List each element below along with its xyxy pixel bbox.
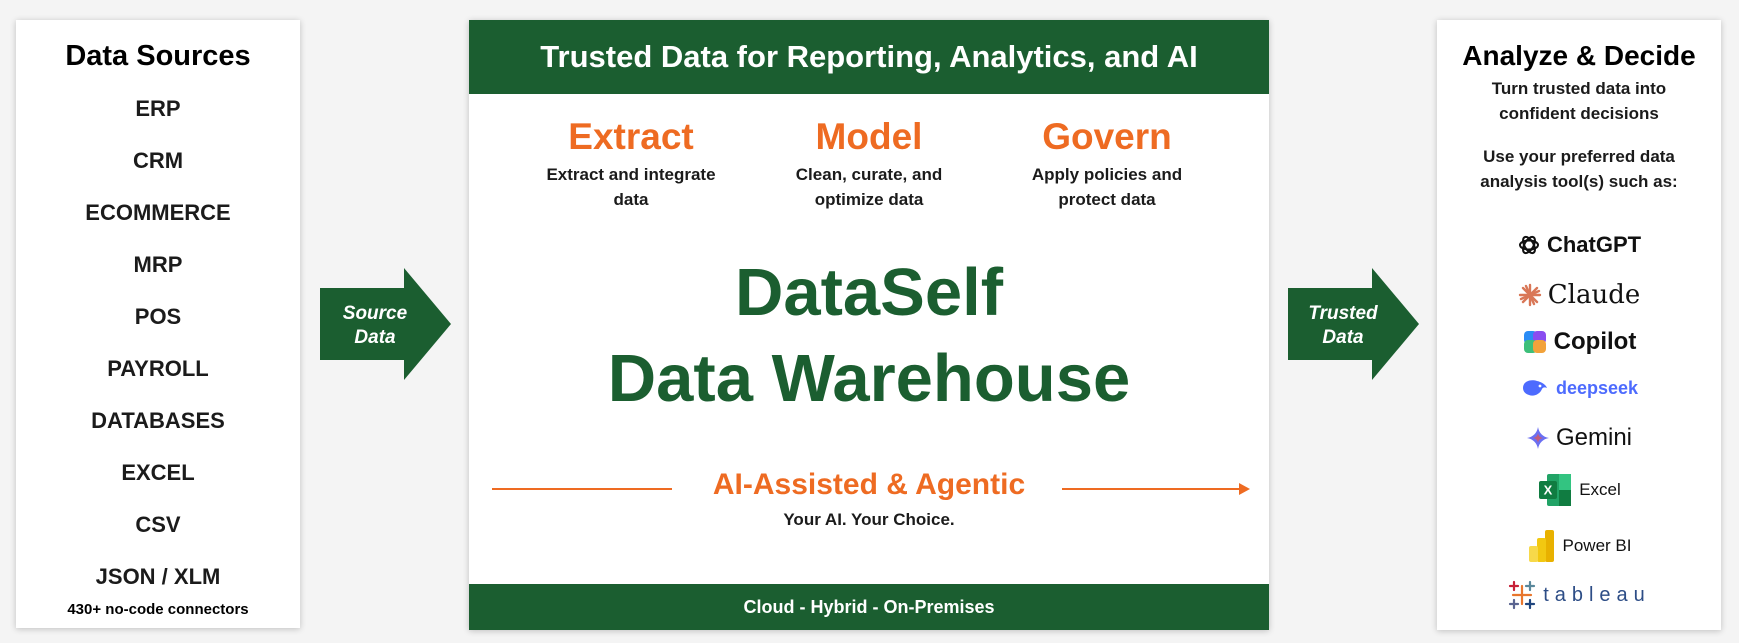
data-warehouse-panel: Trusted Data for Reporting, Analytics, a… — [469, 20, 1269, 630]
trusted-data-arrow: Trusted Data — [1288, 268, 1419, 380]
analyze-panel: Analyze & Decide Turn trusted data into … — [1437, 20, 1721, 630]
data-source-item: CRM — [132, 148, 184, 173]
pillar-description: Extract and integrate data — [546, 165, 716, 209]
data-source-item: ERP — [135, 96, 181, 121]
tool-name: Power BI — [1562, 536, 1632, 555]
product-name-line2: Data Warehouse — [607, 341, 1131, 416]
tool-name: Claude — [1547, 280, 1641, 310]
tool-chatgpt: ChatGPT — [1437, 232, 1721, 258]
data-source-item: POS — [134, 304, 182, 329]
connectors-footnote: 430+ no-code connectors — [67, 601, 249, 618]
tool-name: ChatGPT — [1546, 232, 1642, 257]
tool-gemini: Gemini — [1437, 424, 1721, 452]
ai-assisted-title: AI-Assisted & Agentic — [712, 468, 1026, 501]
openai-icon — [1518, 235, 1539, 255]
tool-deepseek: deepseek — [1437, 376, 1721, 400]
tableau-icon — [1509, 580, 1536, 610]
analyze-title: Analyze & Decide — [1462, 40, 1696, 71]
data-source-item: CSV — [135, 512, 181, 537]
data-sources-list: ERP CRM ECOMMERCE MRP POS PAYROLL DATABA… — [16, 83, 300, 603]
data-source-item: MRP — [133, 252, 183, 277]
powerbi-icon — [1528, 530, 1554, 562]
tool-name: Gemini — [1555, 424, 1633, 451]
pillar-title: Extract — [568, 116, 694, 157]
pillar-description: Clean, curate, and optimize data — [795, 165, 943, 209]
data-source-item: JSON / XLM — [95, 564, 221, 589]
data-source-item: PAYROLL — [107, 356, 209, 381]
deployment-footer: Cloud - Hybrid - On-Premises — [469, 584, 1269, 630]
svg-text:X: X — [1544, 483, 1553, 498]
ai-divider-left — [492, 488, 672, 490]
data-sources-panel: Data Sources ERP CRM ECOMMERCE MRP POS P… — [16, 20, 300, 628]
data-sources-title: Data Sources — [65, 40, 251, 72]
tool-name: Excel — [1579, 480, 1621, 499]
data-source-item: DATABASES — [91, 408, 225, 433]
ai-divider-right — [1062, 488, 1242, 490]
pillar-model: Model Clean, curate, and optimize data — [749, 116, 989, 212]
deepseek-whale-icon — [1522, 380, 1547, 396]
claude-icon — [1518, 283, 1541, 307]
data-source-item: ECOMMERCE — [85, 200, 231, 225]
tool-name: deepseek — [1555, 377, 1639, 398]
gemini-sparkle-icon — [1526, 427, 1549, 449]
data-source-item: EXCEL — [121, 460, 195, 485]
tool-name: tableau — [1543, 583, 1651, 606]
warehouse-header: Trusted Data for Reporting, Analytics, a… — [469, 20, 1269, 94]
arrow-right-icon — [1288, 268, 1419, 380]
arrow-right-icon — [320, 268, 451, 380]
tool-copilot: Copilot — [1437, 328, 1721, 356]
source-data-arrow: Source Data — [320, 268, 451, 380]
tool-powerbi: Power BI — [1437, 528, 1721, 564]
excel-icon: X — [1539, 474, 1572, 506]
ai-assisted-subtitle: Your AI. Your Choice. — [783, 510, 955, 529]
tool-excel: X Excel — [1437, 472, 1721, 508]
pillar-description: Apply policies and protect data — [1031, 165, 1183, 209]
pillar-title: Govern — [1042, 116, 1172, 157]
copilot-icon — [1523, 331, 1546, 353]
tool-claude: Claude — [1437, 280, 1721, 310]
analyze-intro: Use your preferred data analysis tool(s)… — [1480, 147, 1678, 191]
product-name-line1: DataSelf — [734, 255, 1004, 330]
pillar-title: Model — [815, 116, 923, 157]
source-data-label: Source Data — [342, 303, 408, 348]
analyze-subtitle: Turn trusted data into confident decisio… — [1491, 79, 1667, 123]
tool-name: Copilot — [1553, 328, 1637, 355]
trusted-data-label: Trusted Data — [1308, 303, 1378, 348]
tool-tableau: tableau — [1437, 580, 1721, 610]
pillar-govern: Govern Apply policies and protect data — [987, 116, 1227, 212]
pillar-extract: Extract Extract and integrate data — [511, 116, 751, 212]
arrowhead-icon — [1239, 483, 1250, 495]
